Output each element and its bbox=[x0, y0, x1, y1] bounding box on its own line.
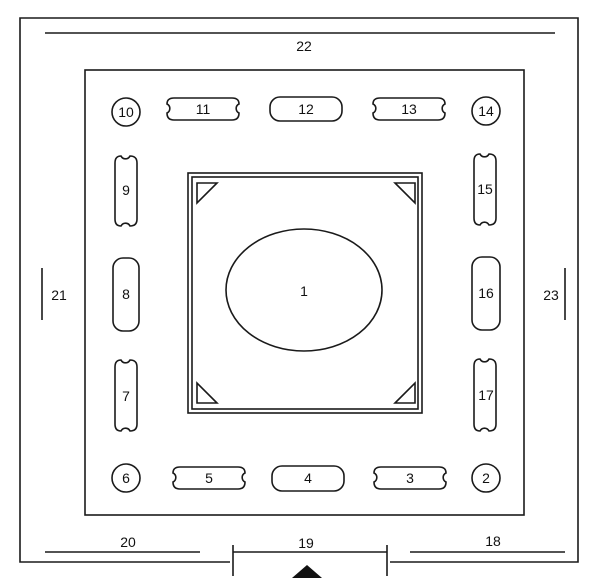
label-20: 20 bbox=[120, 534, 136, 550]
label-3: 3 bbox=[406, 470, 414, 486]
label-15: 15 bbox=[477, 181, 493, 197]
label-17: 17 bbox=[478, 387, 494, 403]
corner-triangle-top-left bbox=[196, 182, 219, 205]
left-notched-piece-7 bbox=[114, 359, 138, 432]
label-8: 8 bbox=[122, 286, 130, 302]
label-22: 22 bbox=[296, 38, 312, 54]
corner-circle-10 bbox=[111, 97, 141, 127]
corner-triangle-top-right bbox=[393, 182, 416, 205]
corner-circle-2 bbox=[471, 463, 501, 493]
label-1: 1 bbox=[300, 283, 308, 299]
right-rounded-piece-16 bbox=[471, 256, 501, 331]
bottom-rounded-piece-4 bbox=[271, 465, 345, 492]
entrance-arrow bbox=[292, 565, 322, 578]
label-21: 21 bbox=[51, 287, 67, 303]
label-10: 10 bbox=[118, 104, 134, 120]
corner-triangle-bottom-left bbox=[196, 381, 219, 404]
label-14: 14 bbox=[478, 103, 494, 119]
right-notched-piece-17 bbox=[473, 358, 497, 432]
corner-circle-6 bbox=[111, 463, 141, 493]
label-7: 7 bbox=[122, 388, 130, 404]
bottom-notched-piece-3 bbox=[373, 466, 447, 490]
label-19: 19 bbox=[298, 535, 314, 551]
inner-square-outer bbox=[187, 172, 423, 414]
middle-square bbox=[84, 69, 525, 516]
label-11: 11 bbox=[196, 101, 211, 117]
inner-square-inner bbox=[191, 176, 419, 410]
label-6: 6 bbox=[122, 470, 130, 486]
right-notched-piece-15 bbox=[473, 153, 497, 226]
outer-wall bbox=[19, 17, 579, 563]
top-rounded-piece-12 bbox=[269, 96, 343, 122]
top-notched-piece-11 bbox=[166, 97, 240, 121]
label-9: 9 bbox=[122, 182, 130, 198]
left-rounded-piece-8 bbox=[112, 257, 140, 332]
label-18: 18 bbox=[485, 533, 501, 549]
label-4: 4 bbox=[304, 470, 312, 486]
label-5: 5 bbox=[205, 470, 213, 486]
bottom-notched-piece-5 bbox=[172, 466, 246, 490]
corner-circle-14 bbox=[471, 96, 501, 126]
left-notched-piece-9 bbox=[114, 155, 138, 227]
label-23: 23 bbox=[543, 287, 559, 303]
label-13: 13 bbox=[401, 101, 417, 117]
label-16: 16 bbox=[478, 285, 494, 301]
corner-triangle-bottom-right bbox=[393, 381, 416, 404]
label-2: 2 bbox=[482, 470, 490, 486]
top-notched-piece-13 bbox=[372, 97, 446, 121]
central-ellipse bbox=[225, 228, 383, 352]
label-12: 12 bbox=[298, 101, 314, 117]
